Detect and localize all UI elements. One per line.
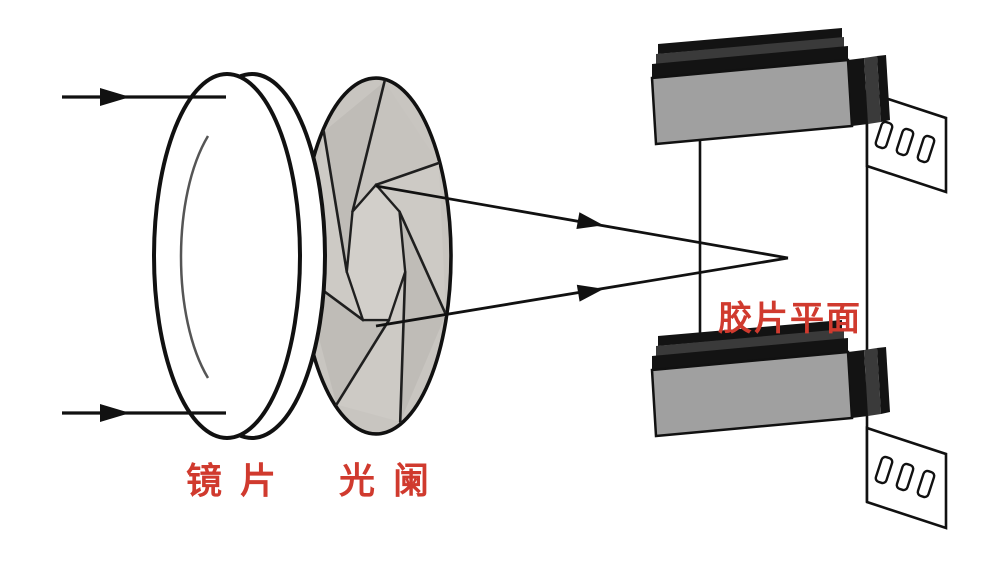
film-block-bottom	[650, 320, 890, 438]
aperture-blade	[336, 271, 406, 422]
film-block-top	[650, 28, 890, 146]
aperture-opening	[347, 185, 405, 320]
aperture-blade-edge	[337, 320, 390, 404]
film-block-top-cap	[877, 55, 890, 122]
aperture-blade-edge	[400, 212, 446, 315]
lens-highlight	[179, 135, 210, 379]
sprocket-hole	[916, 134, 936, 164]
film-block-bottom-layer	[656, 329, 844, 356]
film-assembly	[650, 28, 948, 530]
lens-label: 镜 片	[186, 460, 280, 501]
film-block-bottom-cap	[877, 347, 890, 414]
film-block-top-cap	[864, 56, 881, 124]
film-block-bottom-cap	[864, 348, 881, 416]
incoming-rays	[62, 88, 226, 422]
sprocket-hole	[895, 127, 915, 157]
sprocket-hole	[895, 462, 915, 492]
converging-ray-upper-arrowhead	[576, 212, 604, 229]
incoming-ray-top-arrowhead	[100, 88, 130, 106]
sprocket-hole	[874, 455, 894, 485]
film-block-top-cap	[848, 58, 868, 126]
aperture-blade	[323, 81, 385, 272]
film-block-bottom-layer	[652, 338, 848, 370]
aperture	[301, 78, 451, 434]
film-block-top-layer	[652, 46, 848, 78]
sprocket-hole	[916, 469, 936, 499]
film-plane-label: 胶片平面	[718, 300, 862, 338]
aperture-blade-edge	[324, 132, 347, 272]
aperture-blade	[399, 211, 446, 422]
sprocket-hole	[874, 120, 894, 150]
aperture-blade	[352, 81, 439, 212]
aperture-blade-edge	[376, 163, 439, 185]
lens	[152, 72, 327, 440]
aperture-blade-edge	[400, 272, 405, 422]
lens-front	[152, 72, 302, 440]
incoming-ray-bottom-arrowhead	[100, 404, 130, 422]
film-block-top-layer	[656, 37, 844, 64]
film-block-top-layer	[658, 28, 842, 54]
aperture-label: 光 阑	[339, 460, 433, 501]
film-block-bottom-layer	[658, 320, 842, 346]
aperture-blade	[302, 275, 389, 405]
aperture-blade	[376, 162, 446, 315]
aperture-blade-edge	[353, 82, 385, 212]
film-block-bottom-cap	[848, 350, 868, 418]
converging-rays	[375, 184, 789, 328]
converging-ray-lower-arrowhead	[576, 284, 604, 302]
